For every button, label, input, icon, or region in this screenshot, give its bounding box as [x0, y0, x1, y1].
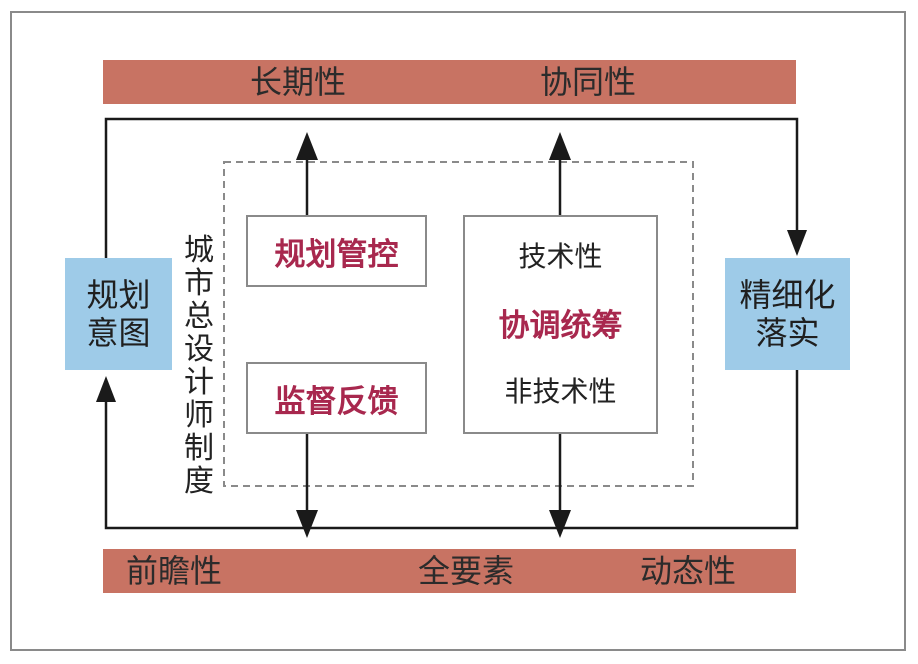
bottom-attribute-bar	[103, 549, 796, 593]
top-loop-line	[104, 117, 799, 258]
supervision-feedback-box: 监督反馈	[246, 362, 427, 434]
system-vertical-label: 城市总设计师制度	[184, 233, 214, 499]
arrow-up-control	[296, 132, 318, 160]
top-bar-label-left: 长期性	[250, 63, 347, 101]
coordination-box: 技术性 协调统筹 非技术性	[463, 215, 658, 434]
bottom-bar-label-center: 全要素	[418, 552, 515, 590]
planning-control-label: 规划管控	[274, 236, 399, 273]
technical-label: 技术性	[518, 240, 603, 273]
arrow-up-coord	[549, 132, 571, 160]
planning-intent-line1: 规划	[86, 275, 151, 314]
bottom-bar-label-right: 动态性	[640, 552, 737, 590]
refined-implementation-line2: 落实	[755, 314, 820, 352]
arrow-up-left-box	[96, 376, 116, 402]
non-technical-label: 非技术性	[504, 375, 617, 408]
planning-intent-box: 规划 意图	[65, 258, 172, 370]
supervision-feedback-label: 监督反馈	[274, 383, 399, 420]
planning-control-box: 规划管控	[246, 215, 427, 287]
bottom-loop-line	[104, 370, 799, 530]
outer-frame	[10, 11, 906, 651]
refined-implementation-line1: 精细化	[739, 275, 836, 314]
top-bar-label-right: 协同性	[540, 63, 637, 101]
arrow-down-coord	[549, 510, 571, 538]
coordination-label: 协调统筹	[498, 308, 623, 344]
arrow-down-right-box	[787, 230, 807, 256]
refined-implementation-box: 精细化 落实	[725, 258, 850, 370]
system-boundary-dashed	[223, 161, 694, 487]
arrow-down-feedback	[296, 510, 318, 538]
top-attribute-bar	[103, 60, 796, 104]
planning-intent-line2: 意图	[86, 314, 151, 352]
bottom-bar-label-left: 前瞻性	[126, 552, 223, 590]
